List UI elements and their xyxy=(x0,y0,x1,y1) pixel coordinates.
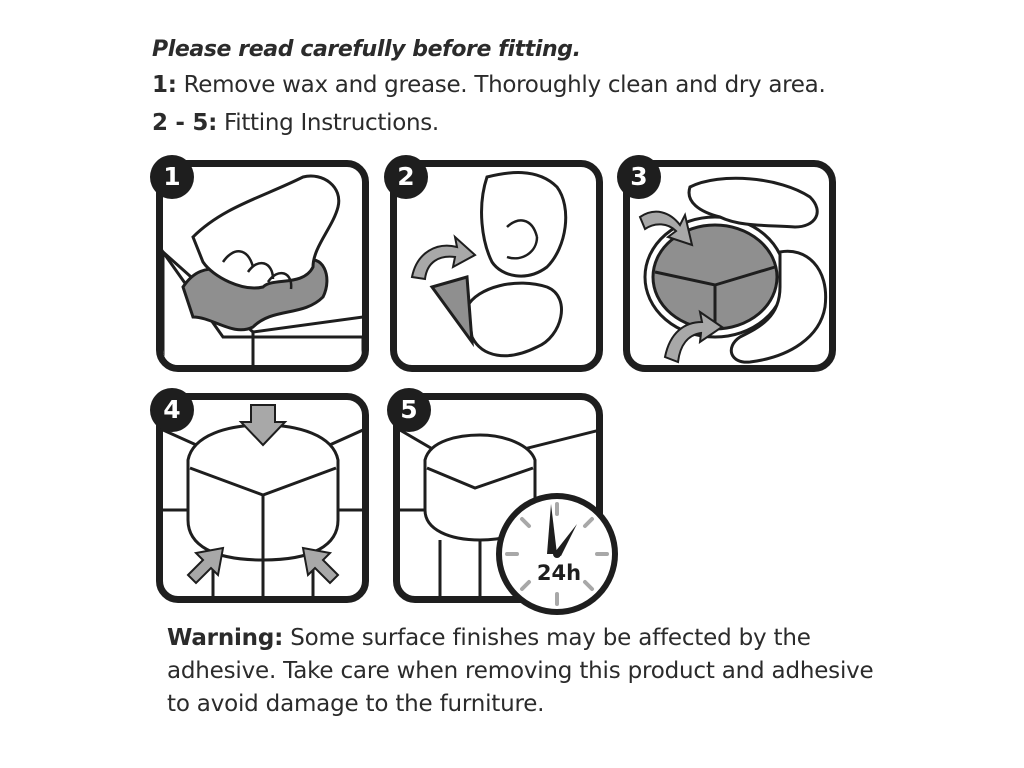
step-2-panel xyxy=(390,160,603,372)
header-title: Please read carefully before fitting. xyxy=(152,37,581,62)
step1-line: 1: Remove wax and grease. Thoroughly cle… xyxy=(152,66,952,104)
clock-icon xyxy=(496,493,618,615)
step1-prefix: 1: xyxy=(152,72,177,98)
steps-text: Fitting Instructions. xyxy=(223,110,439,136)
step-4-badge: 4 xyxy=(150,388,194,432)
warning-prefix: Warning: xyxy=(167,625,284,651)
steps-line: 2 - 5: Fitting Instructions. xyxy=(152,104,952,142)
step-3-badge: 3 xyxy=(617,155,661,199)
press-guard-illustration xyxy=(163,404,362,596)
step-4-panel xyxy=(156,393,369,603)
step1-text: Remove wax and grease. Thoroughly clean … xyxy=(183,72,826,98)
warning-text-block: Warning: Some surface finishes may be af… xyxy=(167,622,887,721)
step-2-badge: 2 xyxy=(384,155,428,199)
step-3-panel xyxy=(623,160,836,372)
wipe-cloth-illustration xyxy=(163,174,362,365)
instructions-header: Please read carefully before fitting. 1:… xyxy=(152,34,952,142)
steps-prefix: 2 - 5: xyxy=(152,110,217,136)
step-1-badge: 1 xyxy=(150,155,194,199)
position-guard-illustration xyxy=(638,176,828,364)
step-5-badge: 5 xyxy=(387,388,431,432)
clock-duration-label: 24h xyxy=(536,561,582,585)
step-1-panel xyxy=(156,160,369,372)
peel-backing-illustration xyxy=(410,171,568,358)
warning-text: Some surface finishes may be affected by… xyxy=(167,625,874,717)
